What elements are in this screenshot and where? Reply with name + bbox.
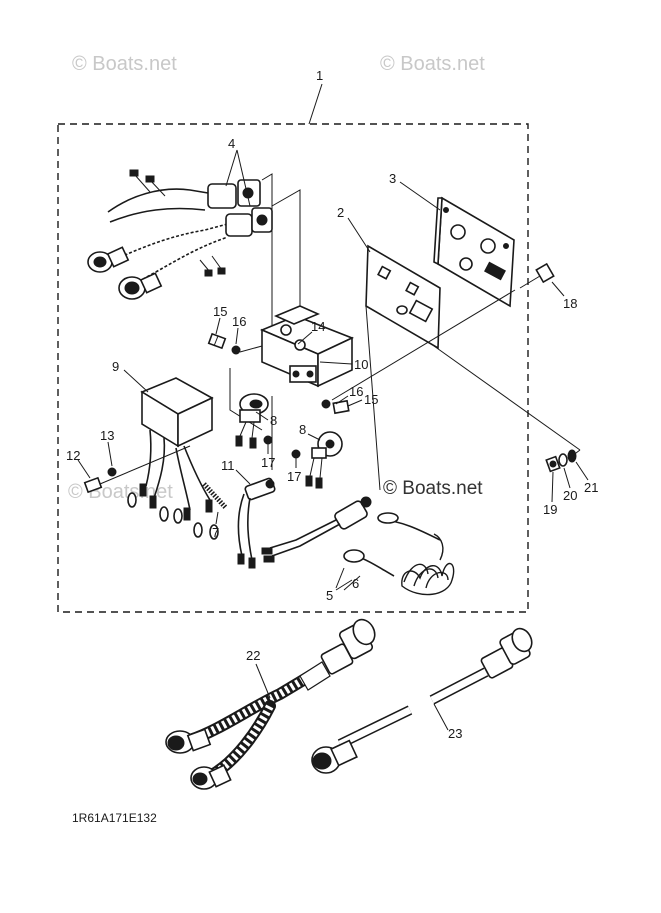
diagram-code: 1R61A171E132 xyxy=(72,811,157,825)
leader-11 xyxy=(235,469,251,485)
part-8-switch-right xyxy=(305,431,343,489)
part-7-bolt xyxy=(202,482,228,510)
leader-22 xyxy=(255,663,271,699)
callout-18: 18 xyxy=(563,296,577,311)
part-5-stop-switch xyxy=(261,496,372,563)
projection-line-c xyxy=(331,289,516,401)
part-6-lanyard-coil xyxy=(343,512,455,596)
part-10-bracket xyxy=(259,305,355,388)
callout-15-right: 15 xyxy=(364,392,378,407)
part-23-extension-cable xyxy=(311,627,533,774)
part-17-nut-right xyxy=(291,449,301,459)
leader-12 xyxy=(77,459,91,479)
part-18-screw xyxy=(519,262,555,289)
callout-16-right: 16 xyxy=(349,384,363,399)
leader-6 xyxy=(343,575,361,591)
callout-8-right: 8 xyxy=(299,422,306,437)
part-17-nut-left xyxy=(263,435,273,445)
callout-17-right: 17 xyxy=(287,469,301,484)
callout-6: 6 xyxy=(352,576,359,591)
leader-21 xyxy=(575,461,589,481)
callout-17-left: 17 xyxy=(261,455,275,470)
leader-15-upper xyxy=(215,317,221,335)
projection-line-a xyxy=(261,173,273,326)
callout-5: 5 xyxy=(326,588,333,603)
callout-8-left: 8 xyxy=(270,413,277,428)
part-9-control-unit xyxy=(127,377,219,540)
leader-7 xyxy=(215,511,219,525)
assembly-boundary xyxy=(57,123,529,613)
projection-line-j xyxy=(571,449,581,457)
callout-20: 20 xyxy=(563,488,577,503)
watermark-mid-right: © Boats.net xyxy=(383,478,483,499)
leader-18 xyxy=(551,281,565,297)
callout-2: 2 xyxy=(337,205,344,220)
leader-9 xyxy=(123,369,149,393)
part-16-washer-upper xyxy=(231,345,241,355)
projection-line-d xyxy=(433,345,581,451)
part-20-washer xyxy=(558,453,568,467)
leader-3 xyxy=(399,181,441,211)
part-15-screw-upper xyxy=(207,332,227,350)
callout-14: 14 xyxy=(311,319,325,334)
leader-8-left xyxy=(255,411,269,421)
callout-21: 21 xyxy=(584,480,598,495)
projection-line-b xyxy=(271,189,301,322)
watermark-top-right: © Boats.net xyxy=(380,53,485,75)
callout-11: 11 xyxy=(221,458,235,473)
watermark-top-left: © Boats.net xyxy=(72,53,177,75)
projection-line-i xyxy=(99,445,191,485)
part-16-washer-right xyxy=(321,399,331,409)
projection-line-e xyxy=(365,305,381,491)
part-2-mounting-plate xyxy=(365,244,441,350)
callout-1: 1 xyxy=(316,68,323,83)
leader-15-right xyxy=(347,399,363,407)
callout-16-upper: 16 xyxy=(232,314,246,329)
callout-13: 13 xyxy=(100,428,114,443)
leader-4b xyxy=(236,149,251,207)
callout-9: 9 xyxy=(112,359,119,374)
leader-16-right xyxy=(335,395,349,405)
part-4-wiring-harness xyxy=(87,169,273,300)
leader-10 xyxy=(319,361,353,365)
leader-4a xyxy=(225,149,238,187)
projection-line-g xyxy=(229,368,263,431)
part-15-screw-right xyxy=(332,399,350,415)
projection-line-f xyxy=(239,345,263,353)
callout-12: 12 xyxy=(66,448,80,463)
leader-16-upper xyxy=(235,327,239,345)
callout-23: 23 xyxy=(448,726,462,741)
part-22-y-harness xyxy=(165,618,376,790)
callout-19: 19 xyxy=(543,502,557,517)
callout-3: 3 xyxy=(389,171,396,186)
callout-4: 4 xyxy=(228,136,235,151)
callout-22: 22 xyxy=(246,648,260,663)
leader-20 xyxy=(563,467,571,489)
leader-1 xyxy=(308,83,323,125)
leader-19 xyxy=(551,471,554,503)
leader-13 xyxy=(107,441,113,467)
part-8-switch-left xyxy=(235,393,269,449)
part-13-washer xyxy=(107,467,117,477)
leader-23 xyxy=(433,703,449,731)
callout-15-upper: 15 xyxy=(213,304,227,319)
leader-5a xyxy=(335,567,345,589)
callout-10: 10 xyxy=(354,357,368,372)
leader-8-right xyxy=(307,433,321,441)
part-12-screw xyxy=(83,476,103,494)
leader-2 xyxy=(347,217,371,253)
part-11-plug xyxy=(237,477,276,569)
part-3-cover-plate xyxy=(433,196,515,308)
leader-5-6-join xyxy=(335,579,353,591)
part-19-nut xyxy=(545,455,561,473)
callout-7: 7 xyxy=(212,525,219,540)
leader-14 xyxy=(297,331,313,345)
